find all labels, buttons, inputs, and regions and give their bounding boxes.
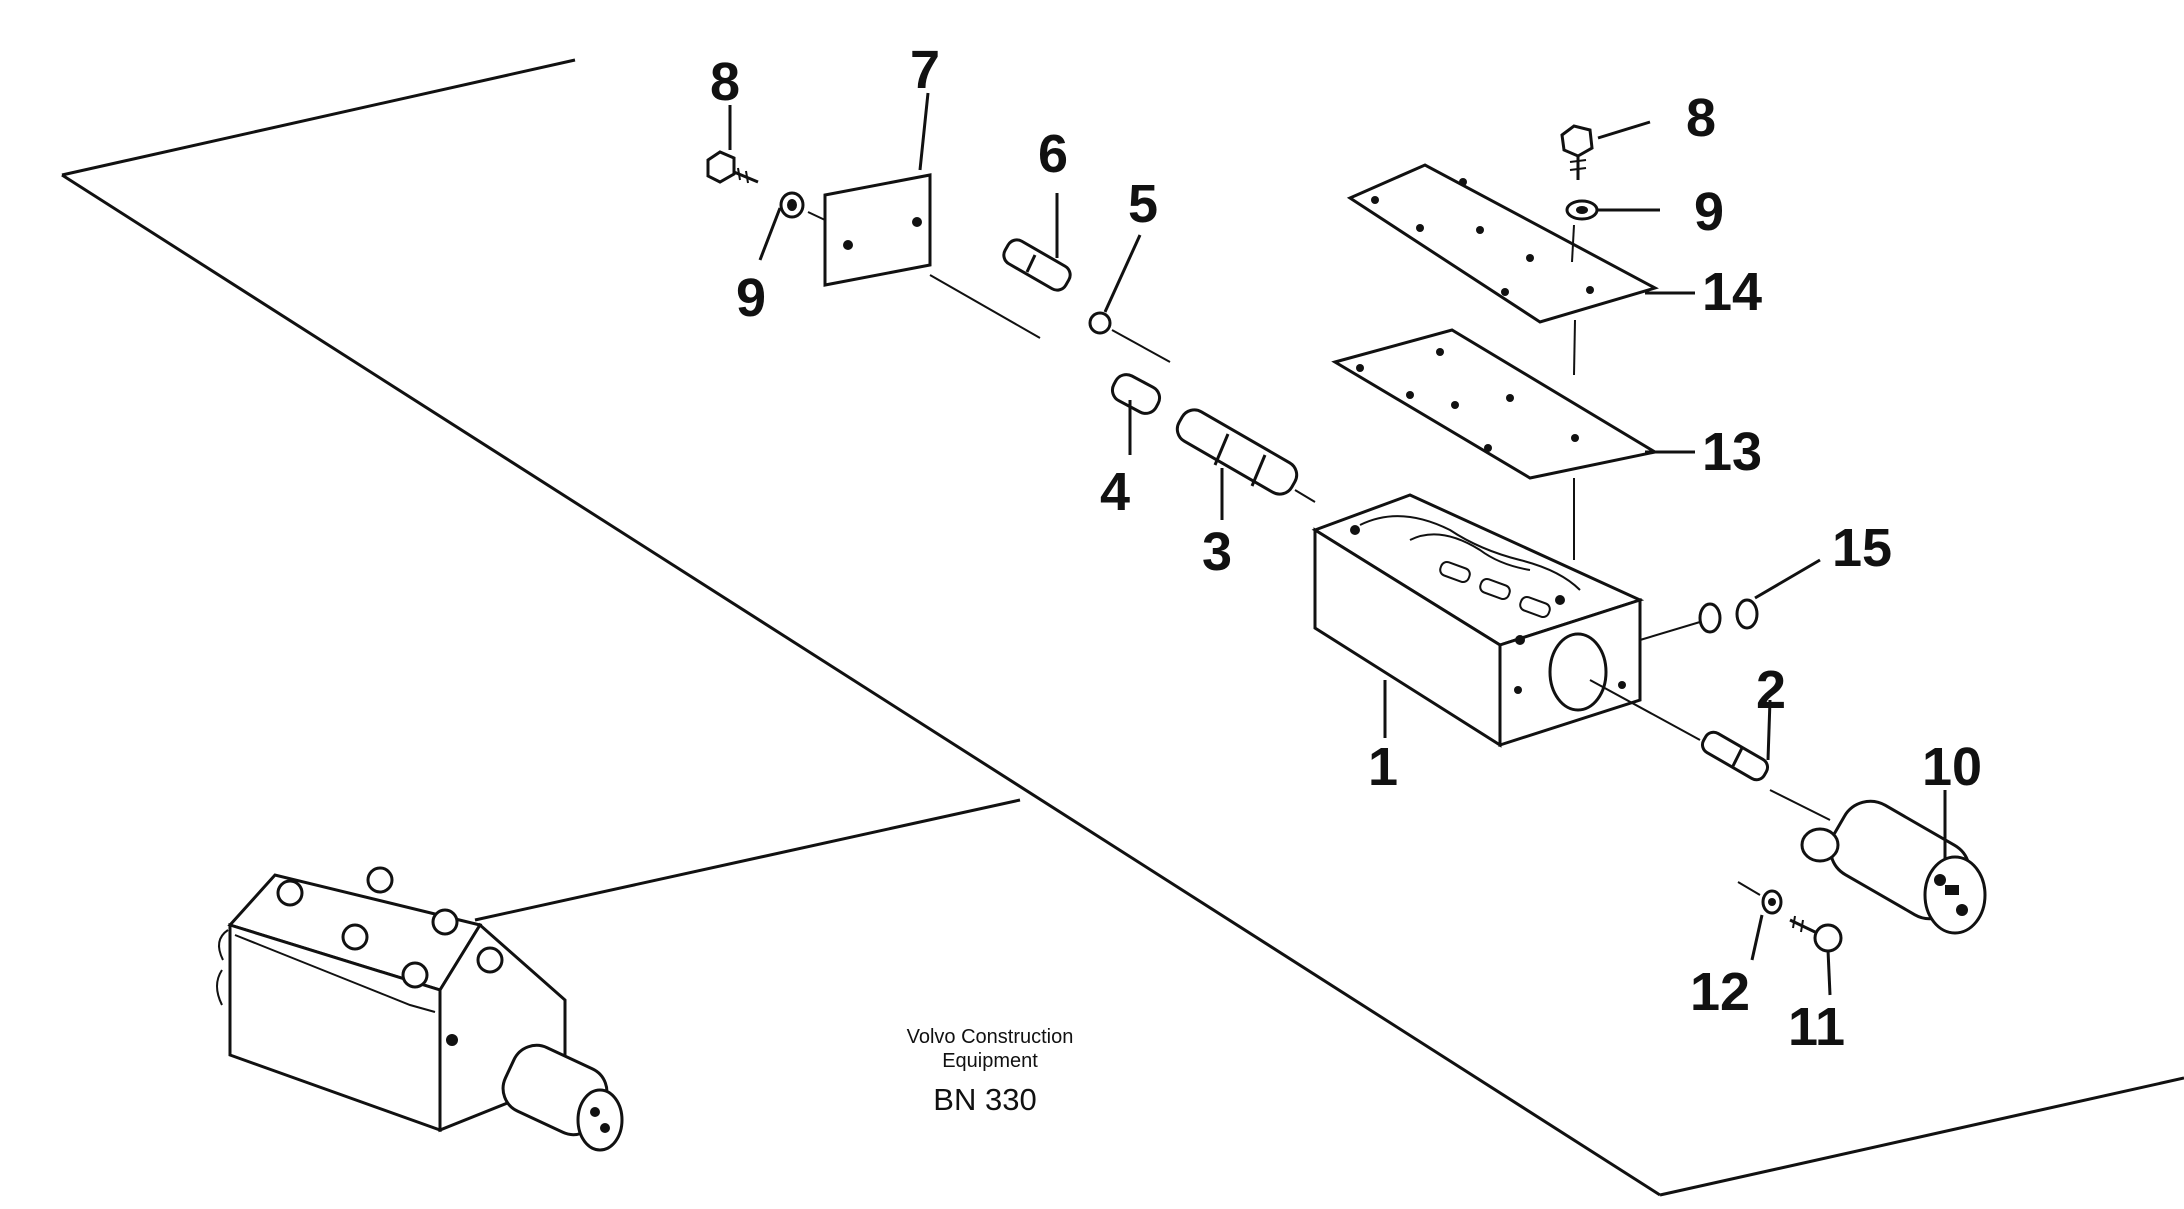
callout-14: 14	[1702, 262, 1762, 322]
callout-11: 11	[1788, 997, 1845, 1057]
callout-7: 7	[910, 40, 940, 100]
part-1-valve-body	[1311, 493, 1701, 748]
part-14-cover-plate	[1346, 163, 1659, 324]
part-2-pin	[1700, 730, 1831, 821]
part-7-end-plate	[823, 173, 932, 287]
callout-12: 12	[1690, 962, 1750, 1022]
callout-8-right: 8	[1686, 88, 1716, 148]
assembled-valve-inset	[216, 866, 624, 1152]
callout-4: 4	[1100, 462, 1130, 522]
leader-lines	[728, 92, 1947, 996]
drawing-code: BN 330	[933, 1082, 1036, 1117]
callout-labels: 8 7 9 6 5 4 3 1 2 10 12 11 8 9 14 13 15	[710, 40, 1982, 1057]
callout-13: 13	[1702, 422, 1762, 482]
part-3-spool	[1175, 408, 1316, 503]
callout-10: 10	[1922, 737, 1982, 797]
callout-1: 1	[1368, 737, 1398, 797]
callout-6: 6	[1038, 124, 1068, 184]
caption-line-2: Equipment	[942, 1050, 1038, 1072]
publisher-caption: Volvo Construction Equipment BN 330	[907, 1026, 1074, 1117]
callout-5: 5	[1128, 174, 1158, 234]
part-12-washer	[1737, 881, 1783, 915]
part-6-plug	[1002, 238, 1072, 292]
axis-line	[1111, 329, 1171, 363]
part-9-washer-left	[779, 191, 805, 219]
callout-2: 2	[1756, 660, 1786, 720]
callout-8-left: 8	[710, 52, 740, 112]
callout-3: 3	[1202, 522, 1232, 582]
part-15-o-rings	[1639, 598, 1759, 641]
part-8-bolt-right	[1560, 124, 1594, 180]
part-10-solenoid	[1800, 799, 1987, 935]
base-plane-outline	[61, 58, 2184, 1197]
part-4-spring-cap	[1110, 373, 1162, 415]
part-9-washer-right	[1565, 199, 1599, 221]
part-8-bolt-left	[706, 150, 759, 184]
caption-line-1: Volvo Construction	[907, 1026, 1074, 1048]
part-13-gasket	[1331, 328, 1660, 480]
axis-line	[929, 274, 1041, 339]
callout-9-right: 9	[1694, 182, 1724, 242]
part-11-screw	[1789, 915, 1843, 953]
axis-line	[1573, 319, 1576, 376]
axis-line	[807, 211, 826, 221]
callout-9-left: 9	[736, 268, 766, 328]
axis-line	[1571, 224, 1575, 263]
part-5-ball	[1088, 311, 1112, 335]
callout-15: 15	[1832, 518, 1892, 578]
